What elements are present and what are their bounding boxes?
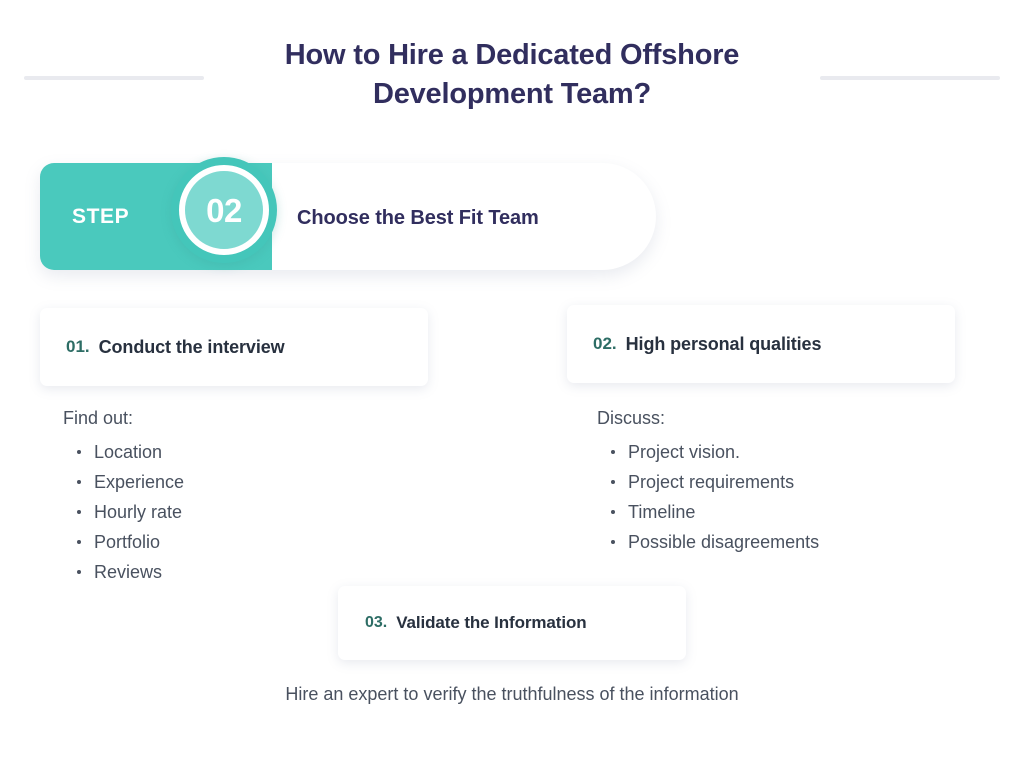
card-high-personal-qualities: 02. High personal qualities <box>567 305 955 383</box>
list-item-label: Portfolio <box>94 532 161 552</box>
list-item-label: Possible disagreements <box>628 532 820 552</box>
list-find-out: Find out: Location Experience Hourly rat… <box>63 407 184 587</box>
bullet-dot-icon <box>77 450 81 454</box>
bullet-dot-icon <box>611 450 615 454</box>
header-rule-left <box>24 76 204 80</box>
list-item: Reviews <box>63 557 184 587</box>
list-item: Project vision. <box>597 437 819 467</box>
step-number-circle: 02 <box>171 157 277 263</box>
list-item-label: Timeline <box>628 502 696 522</box>
list-item: Possible disagreements <box>597 527 819 557</box>
list-intro: Find out: <box>63 408 134 428</box>
list-item-label: Location <box>94 442 163 462</box>
card-conduct-the-interview: 01. Conduct the interview <box>40 308 428 386</box>
list-item: Timeline <box>597 497 819 527</box>
list-item-label: Reviews <box>94 562 163 582</box>
list-item: Portfolio <box>63 527 184 557</box>
page-title: How to Hire a Dedicated Offshore Develop… <box>284 39 740 110</box>
footer-caption: Hire an expert to verify the truthfulnes… <box>285 684 739 704</box>
header: How to Hire a Dedicated Offshore Develop… <box>0 0 1024 130</box>
bullet-list-left: Location Experience Hourly rate Portfoli… <box>63 437 184 587</box>
step-label: STEP <box>72 205 130 228</box>
list-intro: Discuss: <box>597 408 666 428</box>
list-item: Location <box>63 437 184 467</box>
card-title: High personal qualities <box>625 333 822 354</box>
header-rule-right <box>820 76 1000 80</box>
card-number: 02. <box>593 334 617 353</box>
step-number: 02 <box>206 191 242 229</box>
list-discuss: Discuss: Project vision. Project require… <box>597 407 819 557</box>
bullet-dot-icon <box>611 480 615 484</box>
list-item-label: Project vision. <box>628 442 741 462</box>
card-number: 01. <box>66 337 90 356</box>
bullet-dot-icon <box>611 540 615 544</box>
bullet-list-right: Project vision. Project requirements Tim… <box>597 437 819 557</box>
card-validate-the-information: 03. Validate the Information <box>338 586 686 660</box>
card-title: Conduct the interview <box>98 336 285 357</box>
bullet-dot-icon <box>611 510 615 514</box>
step-banner: STEP 02 Choose the Best Fit Team <box>40 157 656 270</box>
list-item: Experience <box>63 467 184 497</box>
step-number-circle-inner: 02 <box>179 165 269 255</box>
list-item-label: Hourly rate <box>94 502 183 522</box>
list-item: Hourly rate <box>63 497 184 527</box>
card-number: 03. <box>365 614 388 631</box>
bullet-dot-icon <box>77 570 81 574</box>
step-heading: Choose the Best Fit Team <box>297 207 539 229</box>
list-item-label: Project requirements <box>628 472 795 492</box>
card-title: Validate the Information <box>396 613 587 632</box>
bullet-dot-icon <box>77 480 81 484</box>
bullet-dot-icon <box>77 540 81 544</box>
list-item-label: Experience <box>94 472 185 492</box>
bullet-dot-icon <box>77 510 81 514</box>
list-item: Project requirements <box>597 467 819 497</box>
